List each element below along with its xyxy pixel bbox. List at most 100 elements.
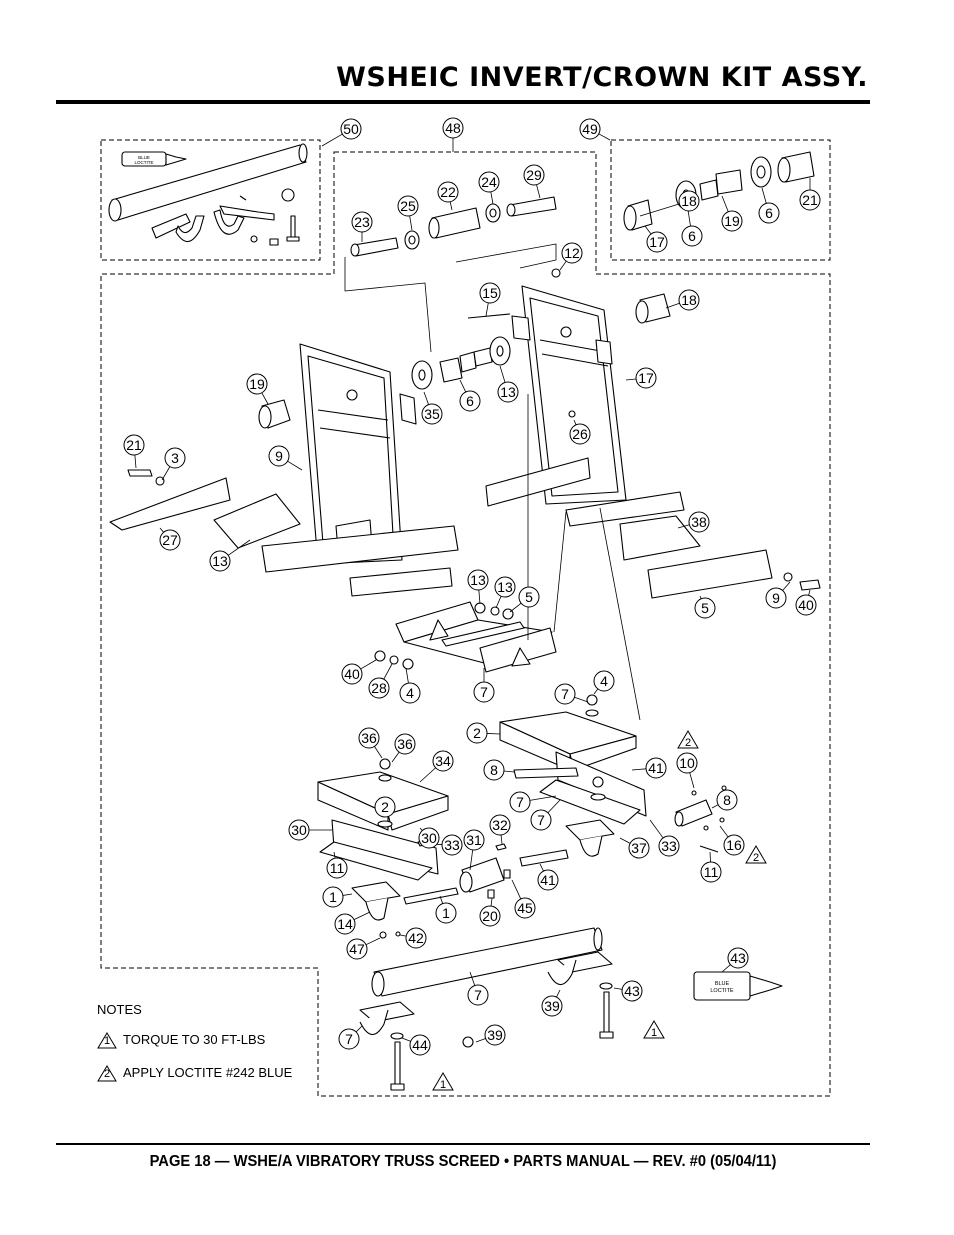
callout-42: 42 [405, 927, 427, 949]
callout-21: 21 [799, 189, 821, 211]
svg-text:8: 8 [490, 762, 498, 778]
boundary-main-assembly [100, 151, 831, 1097]
loctite-47: BLUE LOCTITE [693, 971, 783, 1001]
callout-leader [639, 203, 680, 217]
svg-text:2: 2 [753, 852, 759, 864]
svg-text:27: 27 [162, 532, 178, 548]
callout-leader [459, 379, 467, 393]
callout-leader [529, 795, 557, 801]
callout-leader [449, 201, 453, 211]
callout-40: 40 [795, 594, 817, 616]
callout-leader [374, 746, 383, 759]
svg-text:19: 19 [724, 213, 740, 229]
svg-text:4: 4 [406, 685, 414, 701]
callout-leader [391, 751, 400, 763]
boundary-kit-50 [100, 139, 321, 261]
callout-37: 37 [628, 837, 650, 859]
callout-6: 6 [758, 202, 780, 224]
svg-text:9: 9 [772, 590, 780, 606]
svg-text:30: 30 [421, 830, 437, 846]
callout-17: 17 [646, 231, 668, 253]
callout-leader [665, 302, 680, 309]
callout-leader [355, 1025, 363, 1033]
svg-text:30: 30 [291, 822, 307, 838]
svg-text:36: 36 [397, 736, 413, 752]
callout-13: 13 [497, 381, 519, 403]
callout-1: 1 [435, 902, 457, 924]
callout-leader [782, 581, 791, 591]
callout-9: 9 [765, 587, 787, 609]
callout-7: 7 [509, 791, 531, 813]
callout-leader [360, 659, 377, 670]
callout-leader [689, 772, 695, 789]
callout-leader [399, 934, 407, 937]
callout-17: 17 [635, 367, 657, 389]
svg-text:18: 18 [681, 193, 697, 209]
svg-text:2: 2 [685, 737, 691, 749]
svg-text:48: 48 [445, 120, 461, 136]
plate-36-left [317, 758, 449, 831]
kit-50-parts: BLUE LOCTITE [108, 143, 308, 246]
callout-4: 4 [399, 682, 421, 704]
callout-47: 47 [346, 938, 368, 960]
right-hardware [513, 767, 727, 853]
callout-leader [409, 215, 413, 231]
page-footer: PAGE 18 — WSHE/A VIBRATORY TRUSS SCREED … [149, 1153, 777, 1170]
callout-20: 20 [479, 905, 501, 927]
svg-text:13: 13 [497, 579, 513, 595]
callout-leader [687, 209, 691, 227]
callout-7: 7 [467, 984, 489, 1006]
callout-leader [365, 937, 381, 946]
callout-30: 30 [418, 827, 440, 849]
callout-19: 19 [246, 373, 268, 395]
small-hardware [127, 469, 821, 670]
callout-40: 40 [341, 663, 363, 685]
callout-leader [261, 392, 269, 405]
svg-text:33: 33 [444, 837, 460, 853]
svg-text:BLUE: BLUE [715, 981, 730, 987]
svg-text:22: 22 [440, 184, 456, 200]
svg-text:21: 21 [802, 192, 818, 208]
callout-30: 30 [288, 819, 310, 841]
svg-text:1: 1 [440, 1079, 446, 1091]
callout-18: 18 [678, 289, 700, 311]
callout-45: 45 [514, 897, 536, 919]
callout-leader [503, 770, 515, 773]
callout-leader [500, 834, 503, 845]
svg-text:7: 7 [561, 686, 569, 702]
callout-leader [539, 863, 544, 872]
svg-text:13: 13 [500, 384, 516, 400]
plate-30-left [319, 804, 439, 881]
bracket-28 [395, 601, 557, 673]
svg-text:41: 41 [540, 872, 556, 888]
rails [109, 457, 773, 599]
callout-leader [486, 733, 501, 735]
callout-49: 49 [579, 118, 601, 140]
kit-48-parts [350, 196, 557, 257]
callout-41: 41 [537, 869, 559, 891]
callout-leader [227, 539, 251, 556]
note-1-text: TORQUE TO 30 FT-LBS [123, 1032, 266, 1047]
svg-text:7: 7 [537, 812, 545, 828]
svg-text:40: 40 [798, 597, 814, 613]
callout-leader [509, 602, 522, 613]
callout-44: 44 [409, 1034, 431, 1056]
callout-7: 7 [554, 683, 576, 705]
title-rule [56, 100, 870, 104]
svg-text:43: 43 [730, 950, 746, 966]
callout-leader [619, 837, 631, 844]
note-2-text: APPLY LOCTITE #242 BLUE [123, 1065, 293, 1080]
callout-10: 10 [676, 752, 698, 774]
callout-22: 22 [437, 181, 459, 203]
svg-text:12: 12 [564, 245, 580, 261]
callout-41: 41 [645, 757, 667, 779]
svg-text:1: 1 [329, 889, 337, 905]
svg-text:49: 49 [582, 121, 598, 137]
bracket-11-right [565, 819, 615, 857]
callout-leader [598, 133, 611, 141]
tube-42 [359, 927, 614, 1091]
callout-leader [677, 524, 690, 529]
svg-text:2: 2 [473, 725, 481, 741]
